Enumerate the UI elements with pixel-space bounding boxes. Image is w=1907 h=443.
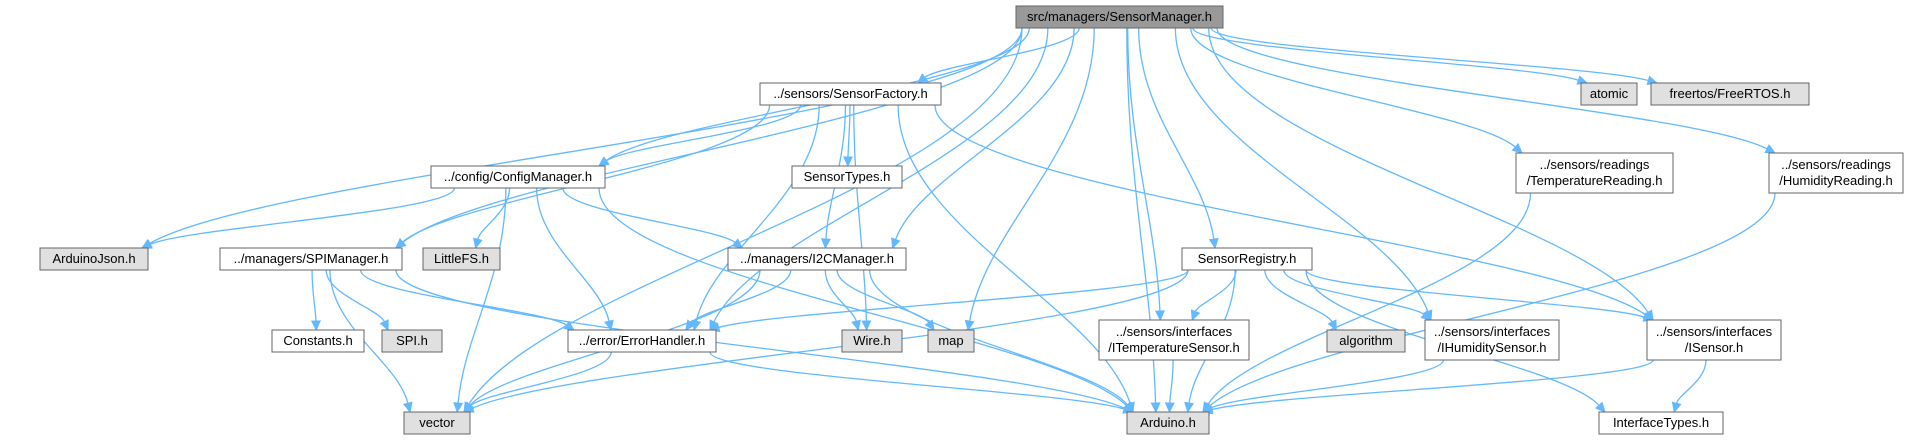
node-arduinojson: ArduinoJson.h: [39, 247, 149, 271]
node-map: map: [927, 329, 975, 353]
include-edge-config-vector: [453, 187, 507, 414]
node-label: ../sensors/SensorFactory.h: [773, 86, 927, 101]
include-edge-root-tempreading: [1190, 27, 1523, 154]
node-label: ArduinoJson.h: [52, 251, 135, 266]
node-algorithm: algorithm: [1326, 329, 1406, 353]
node-factory[interactable]: ../sensors/SensorFactory.h: [759, 82, 942, 106]
include-edge-factory-config: [598, 104, 802, 167]
include-edge-spimanager-constants: [310, 269, 321, 332]
include-edge-factory-wire: [853, 104, 872, 332]
include-edge-i2cmanager-map: [836, 269, 935, 331]
include-edge-tempreading-arduino: [1202, 192, 1532, 413]
node-i2cmanager[interactable]: ../managers/I2CManager.h: [727, 247, 907, 271]
node-config[interactable]: ../config/ConfigManager.h: [430, 165, 606, 189]
node-label: /ISensor.h: [1685, 340, 1744, 355]
include-edge-humreading-arduino: [1202, 192, 1776, 413]
node-label: SensorTypes.h: [804, 169, 891, 184]
node-humreading[interactable]: ../sensors/readings/HumidityReading.h: [1768, 152, 1904, 194]
node-atomic: atomic: [1580, 82, 1638, 106]
include-edge-factory-isensor: [934, 104, 1654, 321]
include-edge-i2cmanager-errorhandler: [685, 269, 792, 331]
include-edge-isensor-arduino: [1201, 359, 1654, 415]
include-edge-root-arduinojson: [140, 27, 1023, 249]
node-registry[interactable]: SensorRegistry.h: [1181, 247, 1313, 271]
node-label: /ITemperatureSensor.h: [1108, 340, 1240, 355]
node-label: ../sensors/interfaces: [1656, 324, 1773, 339]
include-edge-root-i2cmanager: [891, 27, 1075, 250]
include-edge-ihumsensor-arduino: [1201, 359, 1445, 413]
include-edge-i2cmanager-wire: [824, 269, 861, 332]
node-constants[interactable]: Constants.h: [271, 329, 365, 353]
node-label: algorithm: [1339, 333, 1392, 348]
header-nodes: src/managers/SensorManager.h ../sensors/S…: [39, 5, 1904, 435]
node-label: SensorRegistry.h: [1198, 251, 1297, 266]
include-edge-root-map: [964, 27, 1095, 332]
node-label: ../sensors/readings: [1781, 157, 1891, 172]
node-label: src/managers/SensorManager.h: [1027, 9, 1212, 24]
include-edge-errorhandler-vector: [463, 351, 612, 413]
node-label: /HumidityReading.h: [1779, 173, 1892, 188]
node-root: src/managers/SensorManager.h: [1015, 5, 1224, 29]
node-label: ../sensors/readings: [1540, 157, 1650, 172]
node-label: Constants.h: [283, 333, 352, 348]
include-edge-root-ihumsensor: [1174, 27, 1433, 322]
include-edge-root-atomic: [1192, 27, 1589, 85]
node-isensor[interactable]: ../sensors/interfaces/ISensor.h: [1646, 319, 1782, 361]
node-vector: vector: [403, 411, 471, 435]
include-edge-registry-ihumsensor: [1283, 269, 1432, 321]
include-edge-isensor-interfacetypes: [1671, 359, 1707, 414]
node-label: LittleFS.h: [434, 251, 489, 266]
node-label: ../sensors/interfaces: [1116, 324, 1233, 339]
include-edge-spimanager-arduino: [395, 269, 1135, 413]
node-label: freertos/FreeRTOS.h: [1670, 86, 1791, 101]
node-label: ../sensors/interfaces: [1434, 324, 1551, 339]
include-edge-factory-sensortypes: [843, 104, 853, 168]
node-label: SPI.h: [396, 333, 428, 348]
include-edge-errorhandler-arduino: [709, 351, 1135, 414]
node-sensortypes[interactable]: SensorTypes.h: [791, 165, 903, 189]
node-freertos: freertos/FreeRTOS.h: [1650, 82, 1810, 106]
include-edge-spimanager-spih: [325, 269, 389, 332]
node-label: ../config/ConfigManager.h: [444, 169, 592, 184]
node-itempsensor[interactable]: ../sensors/interfaces/ITemperatureSensor…: [1098, 319, 1250, 361]
node-label: /IHumiditySensor.h: [1437, 340, 1546, 355]
node-arduino: Arduino.h: [1126, 411, 1210, 435]
node-label: map: [938, 333, 963, 348]
include-edge-root-itempsensor: [1127, 27, 1165, 322]
node-littlefs: LittleFS.h: [422, 247, 501, 271]
include-edge-factory-arduino: [897, 104, 1135, 414]
include-edge-i2cmanager-arduino: [869, 269, 1134, 413]
include-edge-root-registry: [1137, 27, 1219, 250]
node-label: InterfaceTypes.h: [1613, 415, 1709, 430]
node-wire: Wire.h: [841, 329, 903, 353]
node-label: vector: [419, 415, 455, 430]
node-label: /TemperatureReading.h: [1527, 173, 1663, 188]
node-label: ../managers/I2CManager.h: [740, 251, 894, 266]
include-edge-registry-isensor: [1305, 269, 1655, 322]
include-edge-spimanager-vector: [329, 269, 413, 414]
include-edge-spimanager-errorhandler: [360, 269, 575, 331]
node-ihumsensor[interactable]: ../sensors/interfaces/IHumiditySensor.h: [1424, 319, 1560, 361]
node-label: Arduino.h: [1140, 415, 1196, 430]
node-interfacetypes[interactable]: InterfaceTypes.h: [1598, 411, 1724, 435]
node-label: atomic: [1590, 86, 1629, 101]
include-edge-itempsensor-arduino: [1164, 359, 1175, 414]
dependency-edges: [140, 27, 1777, 415]
node-errorhandler[interactable]: ../error/ErrorHandler.h: [567, 329, 717, 353]
include-edge-registry-itempsensor: [1190, 269, 1237, 322]
include-edge-config-i2cmanager: [562, 187, 744, 249]
node-spih: SPI.h: [381, 329, 443, 353]
node-spimanager[interactable]: ../managers/SPIManager.h: [219, 247, 403, 271]
include-edge-config-littlefs: [473, 187, 511, 250]
node-label: Wire.h: [853, 333, 891, 348]
include-edge-root-spimanager: [395, 27, 1023, 249]
node-label: ../error/ErrorHandler.h: [579, 333, 705, 348]
node-label: ../managers/SPIManager.h: [234, 251, 389, 266]
node-tempreading[interactable]: ../sensors/readings/TemperatureReading.h: [1515, 152, 1674, 194]
